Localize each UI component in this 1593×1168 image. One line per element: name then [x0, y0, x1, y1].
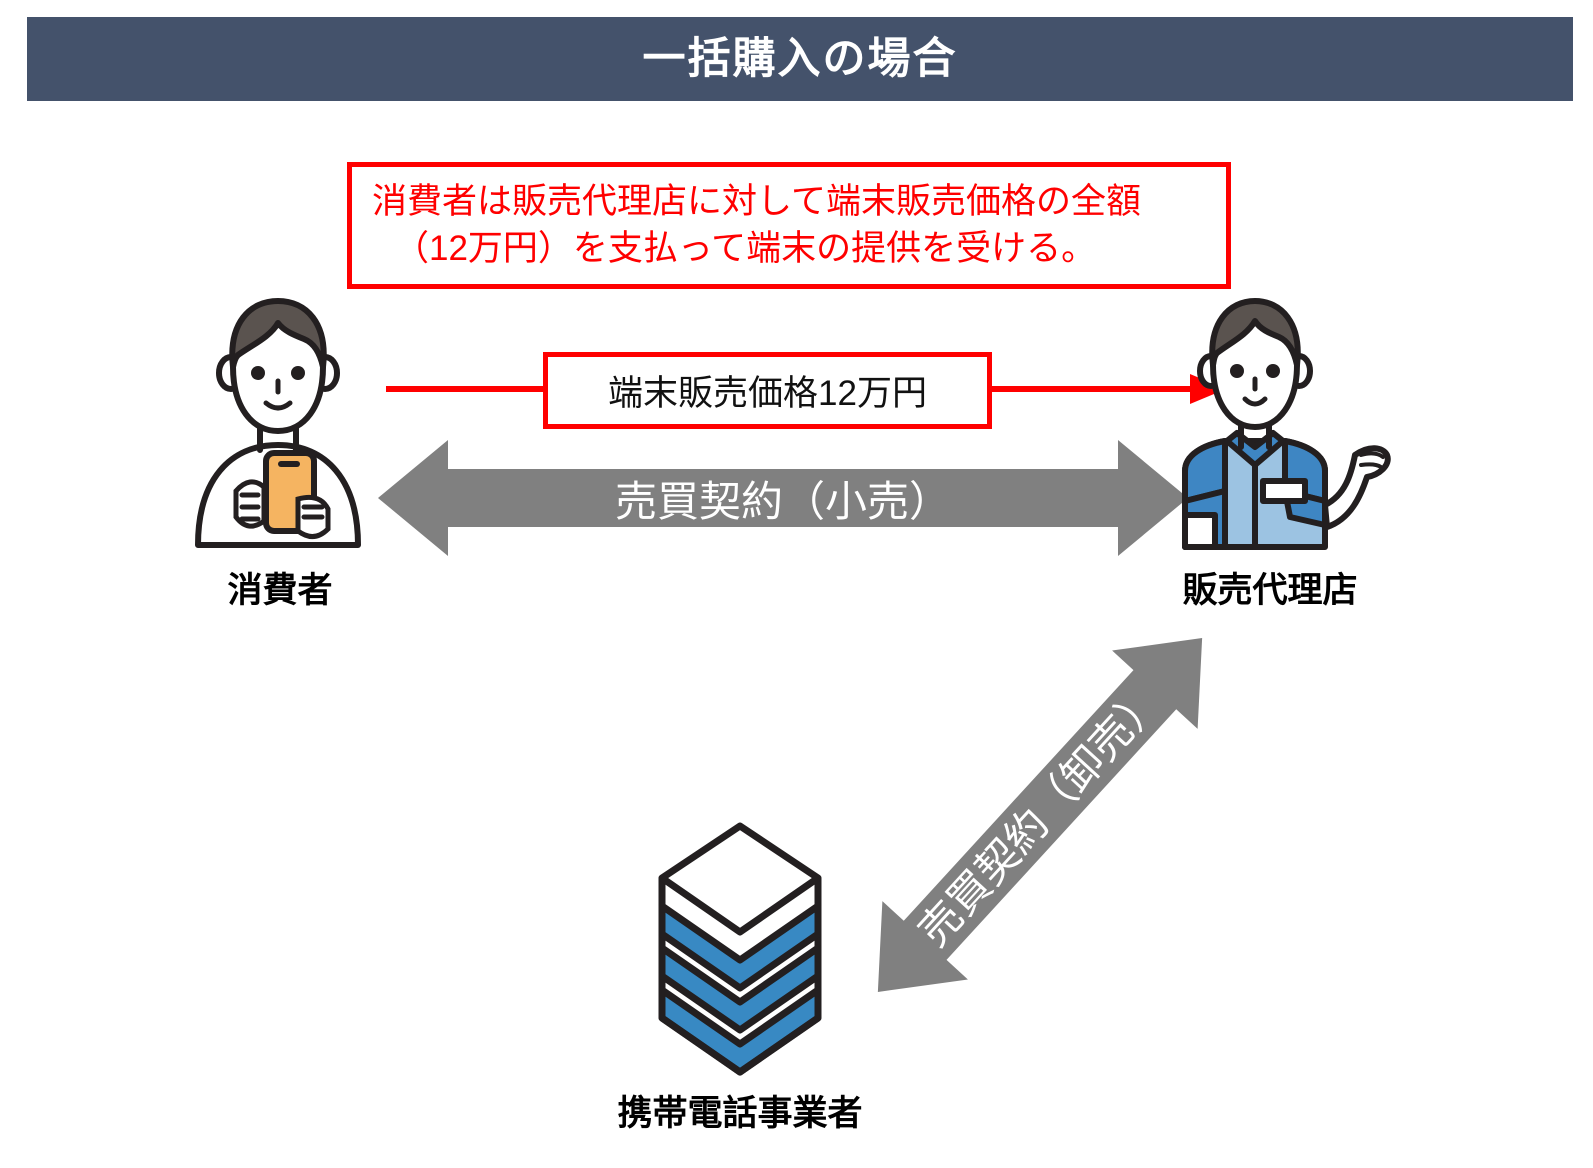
page-title: 一括購入の場合 — [642, 34, 958, 83]
consumer-label: 消費者 — [227, 571, 333, 610]
dealer-label: 販売代理店 — [1182, 571, 1358, 610]
carrier-label: 携帯電話事業者 — [617, 1094, 863, 1133]
wholesale-contract-arrow: 売買契約（卸売） — [840, 595, 1240, 1035]
callout-box: 消費者は販売代理店に対して端末販売価格の全額 （12万円）を支払って端末の提供を… — [347, 162, 1231, 289]
payment-amount-label: 端末販売価格12万円 — [608, 374, 927, 413]
consumer-person-icon — [178, 295, 378, 555]
callout-line-2: （12万円）を支払って端末の提供を受ける。 — [394, 228, 1097, 268]
dealer-person-icon — [1155, 295, 1400, 555]
callout-line-1: 消費者は販売代理店に対して端末販売価格の全額 — [372, 182, 1141, 222]
retail-contract-arrow — [378, 436, 1188, 560]
slide-title-bar: 一括購入の場合 — [27, 17, 1573, 101]
wholesale-contract-arrow-label: 売買契約（卸売） — [910, 676, 1172, 955]
payment-amount-label-box: 端末販売価格12万円 — [543, 352, 992, 429]
carrier-server-icon — [640, 820, 840, 1080]
